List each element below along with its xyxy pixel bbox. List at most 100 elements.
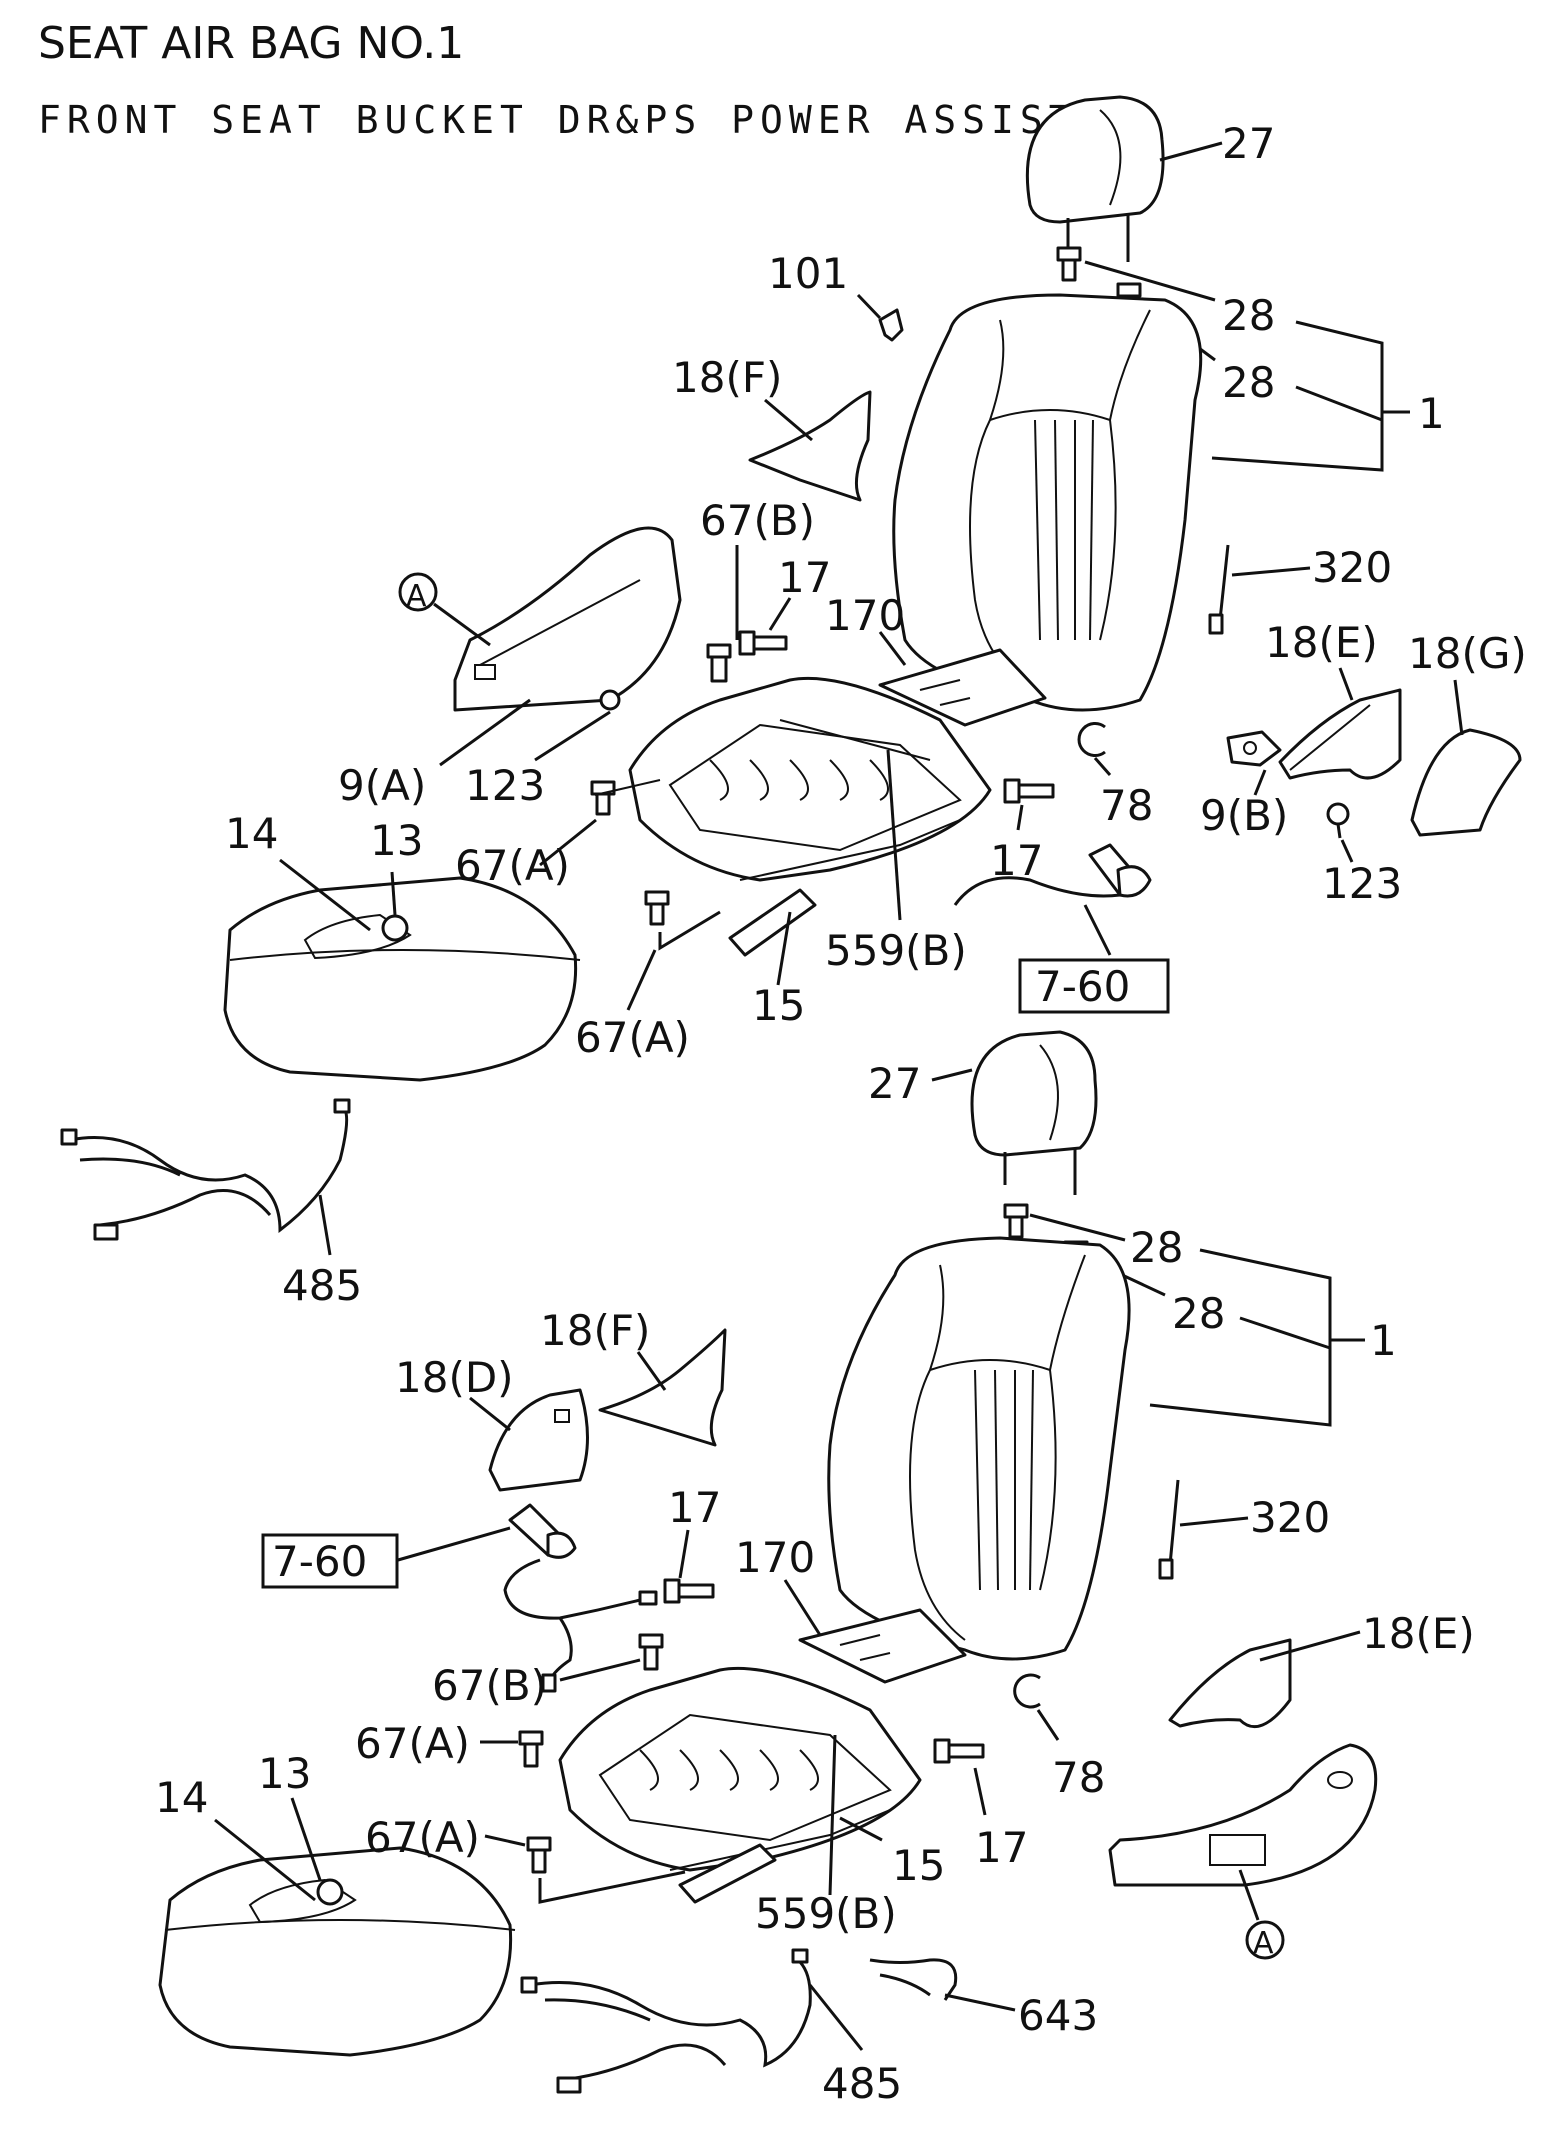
upper-buckle-harness [953, 843, 1152, 906]
callout-upper-9a: 9(A) [338, 761, 426, 810]
callout-upper-13: 13 [370, 816, 423, 865]
upper-harness-485 [60, 1098, 351, 1241]
callout-lower-1: 1 [1370, 1316, 1397, 1365]
callout-upper-170: 170 [825, 591, 905, 640]
upper-ref-A-circle [398, 572, 438, 612]
callout-lower-67b: 67(B) [432, 1661, 547, 1710]
upper-clip-28-a [1056, 246, 1082, 282]
lower-bolt-17-a [663, 1578, 715, 1604]
lower-harness-485 [520, 1948, 812, 2094]
upper-seat-cushion [223, 876, 581, 1082]
callout-upper-17-a: 17 [778, 553, 831, 602]
callout-upper-1: 1 [1418, 389, 1445, 438]
callout-lower-559b: 559(B) [755, 1889, 897, 1938]
callout-upper-ref-760: 7-60 [1035, 962, 1130, 1011]
callout-lower-A: A [1253, 1926, 1274, 1961]
upper-side-cover [453, 526, 682, 712]
upper-seat-back [892, 293, 1203, 712]
callout-upper-67b: 67(B) [700, 496, 815, 545]
callout-upper-78: 78 [1100, 781, 1153, 830]
callout-lower-18e: 18(E) [1362, 1609, 1475, 1658]
upper-seat-frame [628, 676, 992, 882]
callout-upper-9b: 9(B) [1200, 791, 1288, 840]
lower-rails [678, 1843, 777, 1904]
callout-lower-28-a: 28 [1130, 1223, 1183, 1272]
lower-ref-box-760 [261, 1533, 399, 1589]
callout-lower-67a-2: 67(A) [365, 1813, 480, 1862]
upper-ref-box-760 [1018, 958, 1170, 1014]
callout-upper-101: 101 [768, 249, 848, 298]
upper-assembly: 27 28 28 1 101 [60, 95, 1527, 1310]
callout-upper-123-b: 123 [1322, 859, 1402, 908]
lower-ring-78 [1013, 1673, 1041, 1709]
lower-harness-643 [869, 1958, 958, 2001]
upper-part-101 [878, 308, 904, 342]
callout-lower-643: 643 [1018, 1991, 1098, 2040]
callout-upper-27: 27 [1222, 119, 1275, 168]
callout-lower-17-a: 17 [668, 1483, 721, 1532]
lower-bolt-67a-1 [518, 1730, 544, 1768]
callout-upper-15: 15 [752, 981, 805, 1030]
callout-lower-320: 320 [1250, 1493, 1330, 1542]
callout-upper-18f: 18(F) [672, 353, 782, 402]
callout-lower-485: 485 [822, 2059, 902, 2108]
upper-bolt-67a-1 [590, 780, 616, 816]
callout-upper-18g: 18(G) [1408, 629, 1527, 678]
lower-clip-28-a [1003, 1203, 1029, 1239]
upper-bolt-67b [706, 643, 732, 683]
callout-upper-485: 485 [282, 1261, 362, 1310]
callout-lower-78: 78 [1052, 1753, 1105, 1802]
lower-ref-A-circle [1245, 1920, 1285, 1960]
diagram-title: SEAT AIR BAG NO.1 [38, 18, 465, 69]
callout-upper-14: 14 [225, 809, 278, 858]
diagram-subtitle: FRONT SEAT BUCKET DR&PS POWER ASSIST [38, 98, 1078, 142]
upper-bolt-17-a [738, 630, 788, 656]
lower-headrest [970, 1030, 1098, 1195]
lower-cover-18d [488, 1388, 589, 1492]
upper-pad-170 [878, 648, 1047, 727]
lower-cover-18e [1168, 1638, 1292, 1729]
upper-ring-78 [1077, 722, 1106, 757]
lower-bolt-67a-2 [526, 1836, 552, 1874]
callout-upper-67a-1: 67(A) [455, 841, 570, 890]
callout-lower-67a-1: 67(A) [355, 1719, 470, 1768]
callout-upper-28-a: 28 [1222, 291, 1275, 340]
callout-lower-15: 15 [892, 1841, 945, 1890]
upper-bracket-9b [1226, 730, 1282, 767]
lower-rod-320 [1158, 1479, 1180, 1580]
upper-bolt-17-b [1003, 778, 1055, 804]
lower-buckle-harness [503, 1503, 658, 1693]
lower-assembly: 27 28 28 1 18(F) [155, 1030, 1475, 2108]
lower-pad-170 [798, 1608, 967, 1684]
upper-cover-18g [1410, 728, 1522, 837]
callout-lower-170: 170 [735, 1533, 815, 1582]
callout-lower-28-b: 28 [1172, 1289, 1225, 1338]
callout-lower-18f: 18(F) [540, 1306, 650, 1355]
upper-screw-123-a [599, 689, 621, 711]
lower-seat-frame [558, 1666, 922, 1872]
callout-lower-ref-760: 7-60 [272, 1537, 367, 1586]
callout-lower-18d: 18(D) [395, 1353, 514, 1402]
upper-cover-18f [748, 390, 872, 502]
callout-upper-A: A [406, 579, 427, 614]
lower-bolt-67b [638, 1633, 664, 1671]
lower-seat-cushion [158, 1846, 516, 2057]
callout-lower-27: 27 [868, 1059, 921, 1108]
callout-upper-67a-2: 67(A) [575, 1013, 690, 1062]
lower-seat-back [827, 1236, 1131, 1661]
lower-side-cover [1108, 1743, 1378, 1887]
callout-lower-13: 13 [258, 1749, 311, 1798]
upper-cover-18e [1278, 688, 1402, 780]
callout-lower-17-b: 17 [975, 1823, 1028, 1872]
upper-bolt-67a-2 [644, 890, 670, 926]
callout-upper-559b: 559(B) [825, 926, 967, 975]
callout-upper-18e: 18(E) [1265, 618, 1378, 667]
upper-rod-320 [1208, 544, 1230, 635]
upper-rails [594, 779, 817, 957]
callout-upper-320: 320 [1312, 543, 1392, 592]
callout-lower-14: 14 [155, 1773, 208, 1822]
upper-headrest [1025, 95, 1165, 262]
lower-bolt-17-b [933, 1738, 985, 1764]
callout-upper-28-b: 28 [1222, 358, 1275, 407]
